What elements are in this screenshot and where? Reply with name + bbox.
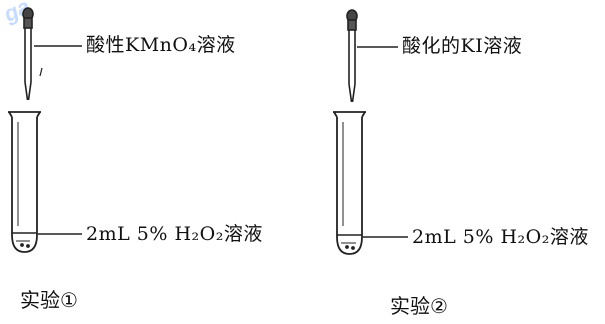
test-tube-1	[8, 111, 41, 253]
dropper-1-bulb-neck	[23, 17, 33, 29]
solution-label-2: 2mL 5% H₂O₂溶液	[412, 226, 589, 248]
dropper-1	[22, 7, 43, 101]
test-tube-2	[333, 111, 366, 255]
experiment-caption-2: 实验②	[390, 294, 448, 318]
solution-label-1: 2mL 5% H₂O₂溶液	[86, 223, 263, 245]
dropper-2	[346, 9, 358, 103]
experiment-caption-1: 实验①	[20, 288, 78, 312]
reagent-label-1: 酸性KMnO₄溶液	[86, 34, 236, 56]
reagent-label-2: 酸化的KI溶液	[402, 35, 523, 57]
dropper-2-bulb-neck	[347, 19, 357, 31]
